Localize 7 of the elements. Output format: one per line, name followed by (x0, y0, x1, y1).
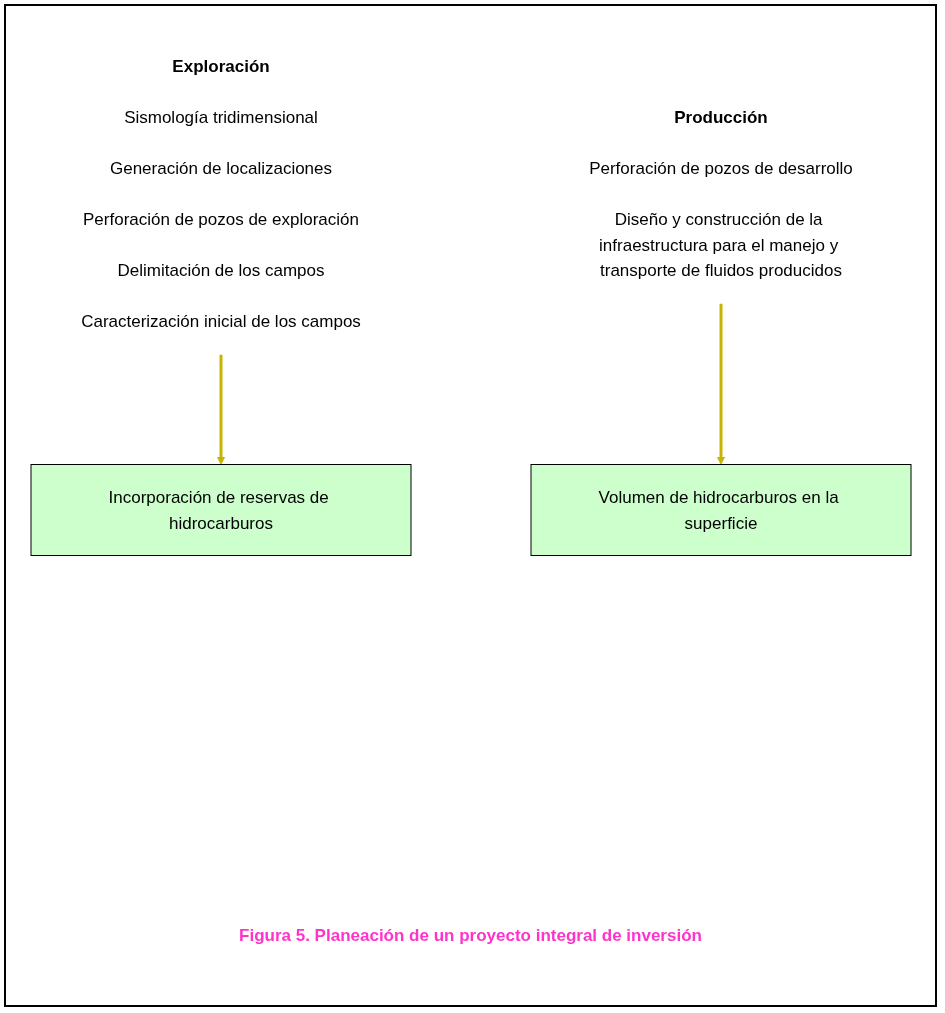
figure-caption: Figura 5. Planeación de un proyecto integral de inversión (239, 926, 702, 946)
node-box: Incorporación de reservas de hidrocarburos (30, 464, 411, 556)
node-box: Volumen de hidrocarburos en la superficie (530, 464, 911, 556)
arrow (716, 303, 725, 465)
node-text: Producción Perforación de pozos de desarrollo Diseño y construcción de la infraestructura para el manejo y transporte de fluidos producidos (588, 108, 853, 280)
arrow (216, 354, 225, 465)
node-text: Exploración Sismología tridimensional Generación de localizaciones Perforación de pozos de exploración Delimitación de los campos Caracterización inicial de los campos (80, 57, 361, 331)
